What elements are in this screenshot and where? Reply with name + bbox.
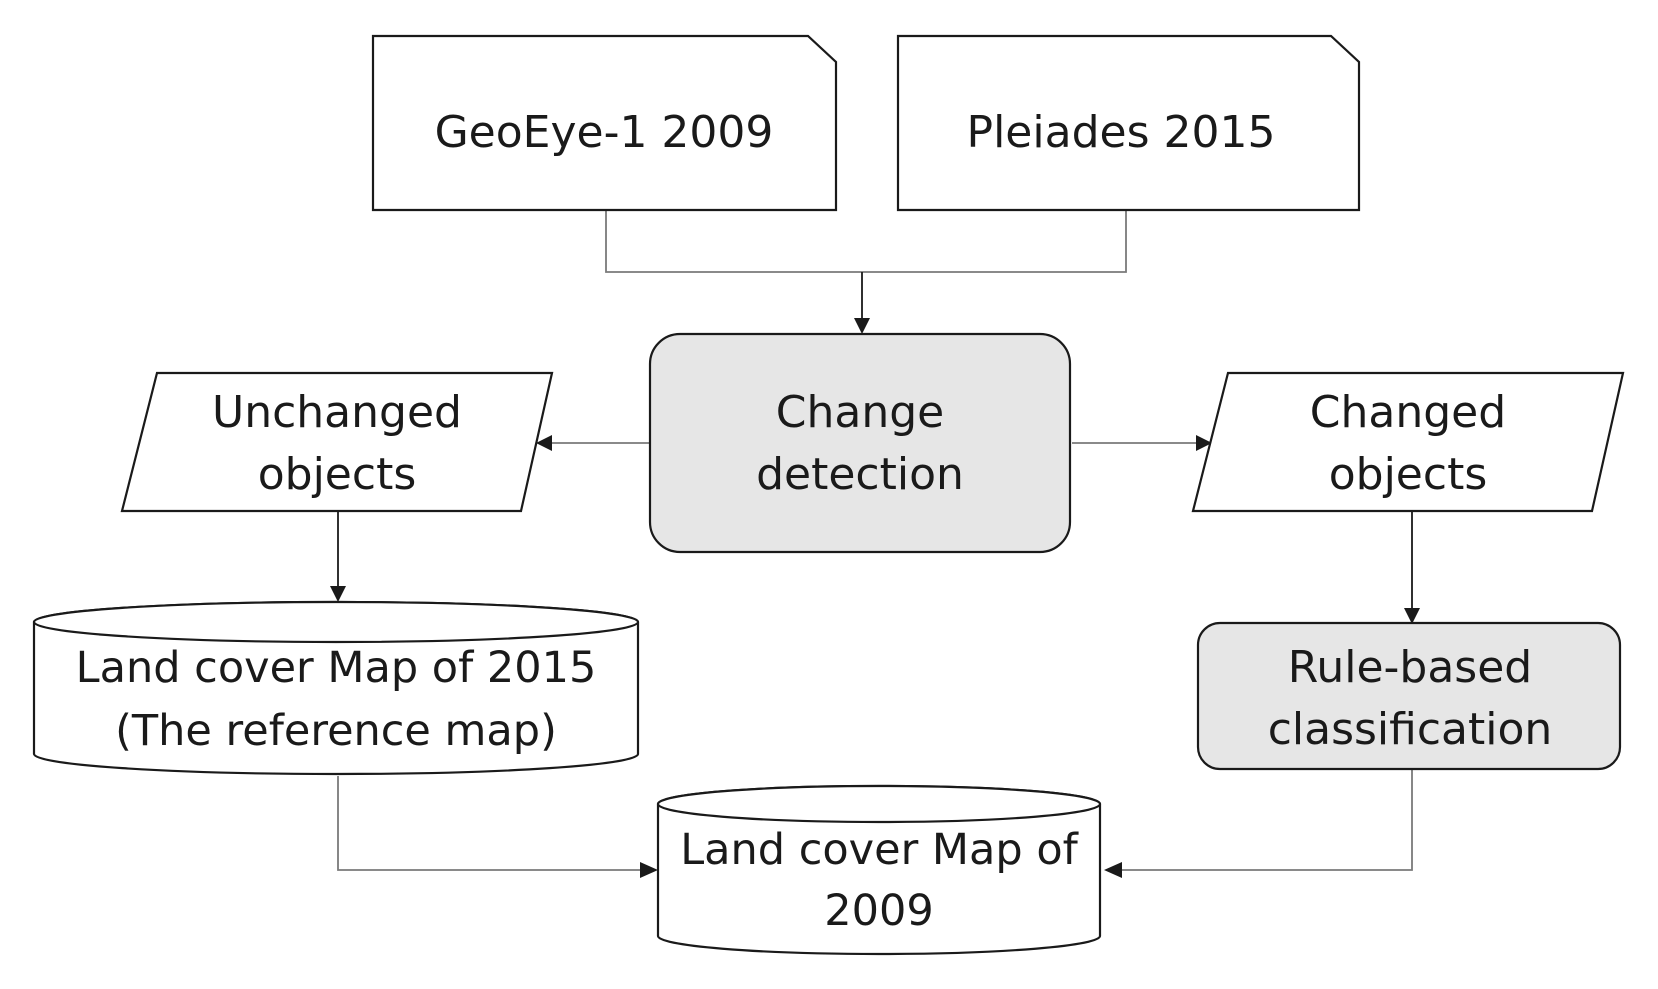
node-land-cover-2009-line-2: 2009: [824, 886, 933, 936]
node-unchanged-objects-line-2: objects: [258, 449, 417, 500]
connectors: [330, 210, 1420, 878]
arrowhead-unchanged-objects: [536, 435, 552, 451]
arrowhead-landcover2015: [330, 586, 346, 602]
node-land-cover-2009: Land cover Map of 2009: [656, 784, 1102, 956]
process-shape: [1196, 621, 1622, 771]
data-shape: [1191, 371, 1625, 513]
data-shape: [120, 371, 554, 513]
node-rule-based: Rule-based classification: [1196, 621, 1622, 771]
node-changed-objects: Changed objects: [1191, 371, 1625, 513]
node-change-detection-line-1: Change: [776, 387, 944, 438]
node-land-cover-2015-line-2: (The reference map): [115, 706, 557, 756]
document-shape: [371, 34, 838, 212]
arrowhead-landcover2009-right: [1104, 862, 1122, 878]
edge-rulebased-to-landcover2009: [1120, 770, 1413, 871]
node-unchanged-objects-line-1: Unchanged: [212, 387, 462, 438]
arrowhead-rulebased: [1404, 608, 1420, 624]
node-change-detection-line-2: detection: [756, 449, 964, 500]
node-unchanged-objects: Unchanged objects: [120, 371, 554, 513]
node-pleiades-label: Pleiades 2015: [967, 107, 1276, 158]
process-shape: [648, 332, 1072, 554]
cylinder-top: [32, 600, 640, 644]
arrowhead-changed-objects: [1196, 435, 1212, 451]
node-land-cover-2009-line-1: Land cover Map of: [680, 825, 1078, 875]
node-land-cover-2015-line-1: Land cover Map of 2015: [76, 643, 597, 693]
edge-geoeye-to-merge: [605, 210, 862, 273]
cylinder-top: [656, 784, 1102, 824]
node-changed-objects-line-1: Changed: [1310, 387, 1506, 438]
node-geoeye: GeoEye-1 2009: [371, 34, 838, 212]
node-changed-objects-line-2: objects: [1329, 449, 1488, 500]
document-shape: [896, 34, 1361, 212]
arrowhead-change-detection: [854, 318, 870, 334]
node-pleiades: Pleiades 2015: [896, 34, 1361, 212]
node-rule-based-line-1: Rule-based: [1288, 642, 1532, 693]
edge-landcover2015-to-landcover2009: [337, 776, 644, 871]
node-change-detection: Change detection: [648, 332, 1072, 554]
arrowhead-landcover2009-left: [640, 862, 658, 878]
node-geoeye-label: GeoEye-1 2009: [435, 107, 774, 158]
node-land-cover-2015: Land cover Map of 2015 (The reference ma…: [32, 600, 640, 776]
node-rule-based-line-2: classification: [1268, 704, 1553, 755]
edge-pleiades-to-merge: [862, 210, 1127, 273]
